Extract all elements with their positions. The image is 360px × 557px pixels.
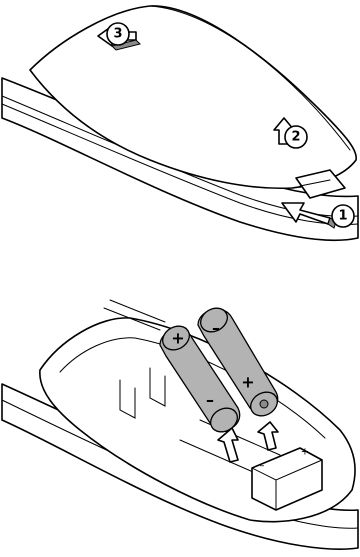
battery-left-minus: –: [206, 391, 214, 410]
remote-cover-view: 1 2 3: [1, 5, 359, 242]
step-2-label: 2: [291, 130, 300, 145]
battery-right-plus: +: [241, 373, 254, 392]
battery-left-plus: +: [171, 329, 184, 348]
step-2-callout: 2: [284, 125, 308, 149]
compartment-minus-sign: –: [260, 461, 265, 472]
compartment-plus-sign: +: [301, 447, 309, 458]
cover-latch: [295, 169, 346, 199]
insert-arrow-left: [217, 427, 239, 463]
step-1-label: 1: [338, 209, 347, 224]
push-arrow: [281, 202, 331, 225]
battery-right[interactable]: – +: [196, 303, 281, 420]
step-1-callout: 1: [331, 204, 355, 228]
battery-compartment-view: + – + – – +: [1, 299, 359, 550]
battery-right-minus: –: [212, 319, 220, 338]
battery-left[interactable]: + –: [158, 321, 241, 436]
insert-arrow-right: [257, 421, 279, 451]
battery-cover[interactable]: [29, 5, 357, 190]
step-3-callout: 3: [106, 22, 130, 46]
step-3-label: 3: [113, 27, 122, 42]
terminal-block: [251, 447, 323, 511]
